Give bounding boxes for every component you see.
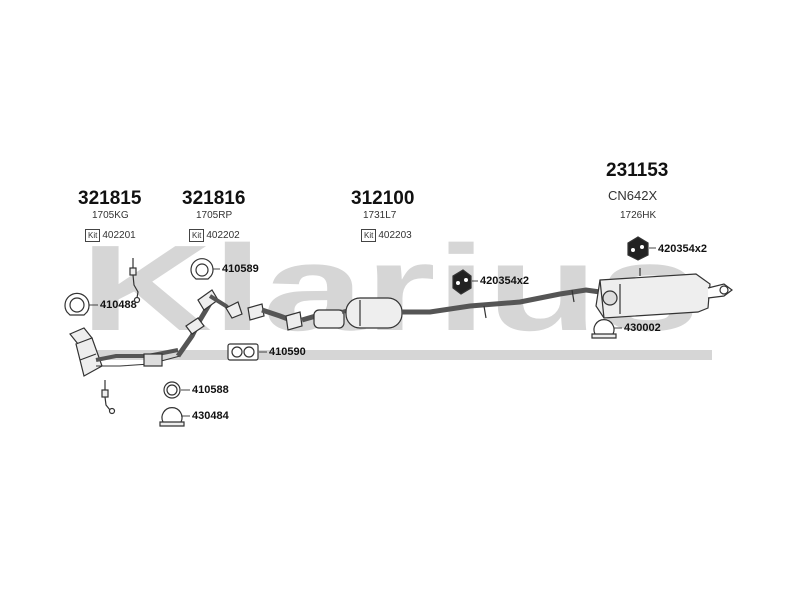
header-312100-kit: Kit 402203 bbox=[361, 229, 412, 242]
part-label-430002: 430002 bbox=[624, 322, 661, 334]
clamp-430484-icon bbox=[159, 407, 185, 427]
gasket-410590-icon bbox=[227, 343, 259, 361]
oxygen-sensor-top bbox=[129, 258, 141, 304]
kit-label: Kit bbox=[189, 229, 205, 242]
rubber-hanger-420354-b-icon bbox=[627, 236, 649, 261]
part-label-410588: 410588 bbox=[192, 384, 229, 396]
intermediate-pipe bbox=[402, 287, 601, 319]
header-321815-sub: 1705KG bbox=[92, 210, 129, 221]
leader-lines bbox=[89, 247, 656, 417]
part-label-420354x2-b: 420354x2 bbox=[658, 243, 707, 255]
header-231153-sub2: 1726HK bbox=[620, 210, 657, 221]
watermark-text: Klarius bbox=[80, 220, 700, 356]
header-312100-sub: 1731L7 bbox=[363, 210, 397, 221]
catalytic-converter-321815 bbox=[69, 327, 181, 377]
header-231153-sub: CN642X bbox=[608, 188, 658, 203]
clamp-430002-icon bbox=[591, 319, 617, 339]
header-321815-kit: Kit 402201 bbox=[85, 229, 136, 242]
header-321815-number: 321815 bbox=[78, 188, 142, 209]
header-231153-number: 231153 bbox=[606, 160, 669, 181]
watermark-underline bbox=[80, 350, 712, 360]
rear-silencer-231153 bbox=[595, 268, 733, 319]
part-label-410590: 410590 bbox=[269, 346, 306, 358]
header-321816-sub: 1705RP bbox=[196, 210, 233, 221]
gasket-410588-icon bbox=[163, 381, 181, 399]
downpipe-321816 bbox=[175, 289, 243, 358]
kit-label: Kit bbox=[361, 229, 377, 242]
oxygen-sensor-bottom bbox=[101, 380, 116, 415]
header-321816-kit: Kit 402202 bbox=[189, 229, 240, 242]
gasket-410589-icon bbox=[190, 258, 214, 280]
part-label-410488: 410488 bbox=[100, 299, 137, 311]
gasket-410488-icon bbox=[64, 292, 90, 316]
kit-label: Kit bbox=[85, 229, 101, 242]
part-label-410589: 410589 bbox=[222, 263, 259, 275]
part-label-430484: 430484 bbox=[192, 410, 229, 422]
header-321816-number: 321816 bbox=[182, 188, 246, 209]
catalyst-section-312100 bbox=[247, 297, 403, 331]
rubber-hanger-420354-a-icon bbox=[452, 269, 472, 295]
part-label-420354x2-a: 420354x2 bbox=[480, 275, 529, 287]
kit-number: 402202 bbox=[206, 230, 240, 241]
kit-number: 402203 bbox=[378, 230, 412, 241]
kit-number: 402201 bbox=[102, 230, 136, 241]
header-312100-number: 312100 bbox=[351, 188, 415, 209]
